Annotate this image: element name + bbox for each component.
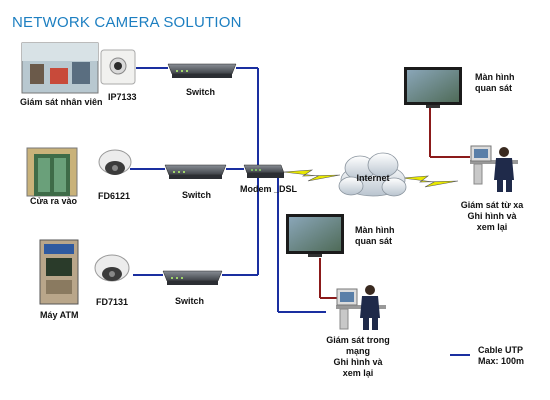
- local-station-line1: Giám sát trong: [326, 335, 390, 345]
- modem-label: Modem _DSL: [240, 184, 298, 194]
- remote-station-label: Giám sát từ xa Ghi hình và xem lại: [452, 200, 532, 233]
- local-station-label: Giám sát trong mạng Ghi hình và xem lại: [318, 335, 398, 379]
- switch-1-label: Switch: [186, 87, 216, 97]
- door-photo: [26, 147, 78, 197]
- local-station-line4: xem lại: [342, 368, 374, 378]
- utp-cables: [130, 67, 470, 356]
- atm-label: Máy ATM: [40, 310, 79, 320]
- monitor-icon: [404, 67, 462, 108]
- monitor-links: [319, 108, 470, 299]
- dome-camera-icon: [98, 149, 132, 175]
- cam-fd7131-label: FD7131: [96, 297, 129, 307]
- switch-icon: [162, 270, 223, 285]
- local-monitor-label-line1: Màn hình: [355, 225, 395, 235]
- dome-camera-icon: [94, 254, 130, 282]
- local-station-line3: Ghi hình và: [333, 357, 383, 367]
- remote-monitor-label-line1: Màn hình: [475, 72, 515, 82]
- local-monitor-label: Màn hình quan sát: [355, 225, 395, 247]
- internet-label: Internet: [356, 173, 389, 183]
- atm-photo: [39, 239, 79, 305]
- cam-ip7133-label: IP7133: [108, 92, 137, 102]
- remote-station-line1: Giám sát từ xa: [460, 200, 524, 210]
- workstation-icon: [336, 285, 386, 330]
- monitor-icon: [286, 214, 344, 257]
- modem-icon: [243, 164, 285, 178]
- remote-monitor-label: Màn hình quan sát: [475, 72, 515, 94]
- remote-station-line2: Ghi hình và: [467, 211, 517, 221]
- remote-monitor-label-line2: quan sát: [475, 83, 513, 93]
- door-label: Cửa ra vào: [30, 196, 78, 206]
- remote-station-line3: xem lại: [476, 222, 508, 232]
- legend-line1: Cable UTP: [478, 345, 524, 355]
- cloud-icon: [338, 152, 407, 197]
- switch-2-label: Switch: [182, 190, 212, 200]
- office-photo: [21, 42, 99, 94]
- local-monitor-label-line2: quan sát: [355, 236, 393, 246]
- legend: Cable UTP Max: 100m: [478, 345, 524, 367]
- legend-line2: Max: 100m: [478, 356, 525, 366]
- box-camera-icon: [100, 49, 136, 85]
- lightning-icon: [282, 169, 459, 188]
- workstation-icon: [470, 145, 518, 192]
- cam-fd6121-label: FD6121: [98, 191, 131, 201]
- switch-icon: [167, 63, 237, 78]
- switch-3-label: Switch: [175, 296, 205, 306]
- staff-monitoring-label: Giám sát nhân viên: [20, 97, 103, 107]
- page-title: NETWORK CAMERA SOLUTION: [12, 14, 242, 31]
- local-station-line2: mạng: [345, 346, 370, 356]
- switch-icon: [164, 164, 227, 179]
